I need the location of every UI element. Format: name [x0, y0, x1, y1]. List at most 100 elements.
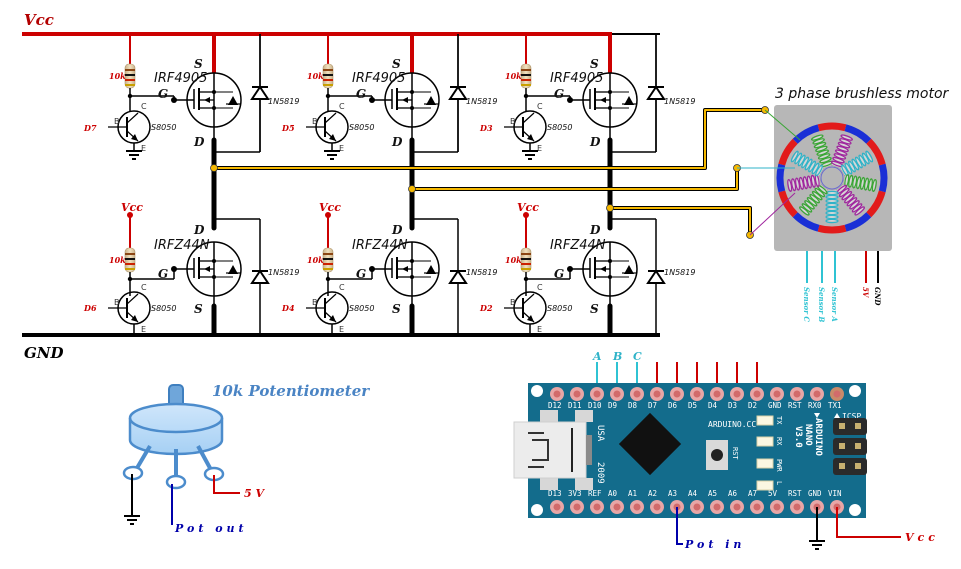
header-pin-a2[interactable] [650, 500, 664, 514]
resistor-value: 10k [307, 255, 324, 265]
pot-pin-wiper [165, 474, 187, 490]
pot-out-label: Pot out [174, 522, 248, 535]
gate-label: G [158, 87, 168, 101]
pin-label: GND [768, 401, 782, 410]
magnet-segment [878, 163, 888, 193]
base-label: B [510, 117, 516, 126]
vcc-rail-label: Vcc [24, 11, 54, 29]
pin-label: RX0 [808, 401, 822, 410]
pin-label: 5V [768, 489, 778, 498]
header-pin-d6[interactable] [670, 387, 684, 401]
header-pin-tx1[interactable] [830, 387, 844, 401]
header-pin-5v[interactable] [770, 500, 784, 514]
source-label: S [392, 302, 401, 316]
header-pin-ref[interactable] [590, 500, 604, 514]
status-led-pwr: PWR [756, 458, 783, 472]
emitter-label: E [141, 144, 146, 153]
pin-label: A6 [728, 489, 738, 498]
potentiometer: 10k Potentiometer Pot out 5 V [122, 382, 370, 535]
led-label: L [775, 481, 783, 485]
header-pin-a4[interactable] [690, 500, 704, 514]
motor-wire-label: GND [873, 287, 882, 306]
pin-label: D3 [728, 401, 737, 410]
diode-model: 1N5819 [664, 268, 695, 277]
stator-coil [842, 174, 877, 192]
header-pin-a6[interactable] [730, 500, 744, 514]
motor-body [774, 105, 892, 251]
motor-title: 3 phase brushless motor [775, 86, 950, 102]
icsp-header[interactable] [833, 418, 867, 475]
transistor-model: S8050 [349, 304, 374, 313]
resistor-value: 10k [109, 71, 126, 81]
pin-label: D11 [568, 401, 582, 410]
mosfet-model: IRF4905 [154, 71, 207, 86]
usb-connector[interactable] [513, 410, 593, 490]
header-pin-d4[interactable] [710, 387, 724, 401]
collector-label: C [537, 283, 543, 292]
header-pin-d3[interactable] [730, 387, 744, 401]
header-pin-d8[interactable] [630, 387, 644, 401]
mcu-chip [618, 412, 682, 476]
header-pin-d2[interactable] [750, 387, 764, 401]
gate-label: G [554, 267, 564, 281]
emitter-label: E [339, 325, 344, 334]
header-pin-d9[interactable] [610, 387, 624, 401]
reset-button[interactable] [706, 440, 728, 470]
header-pin-d7[interactable] [650, 387, 664, 401]
pin-label: D8 [628, 401, 638, 410]
resistor-value: 10k [505, 255, 522, 265]
pin-label: D5 [688, 401, 697, 410]
header-pin-d12[interactable] [550, 387, 564, 401]
base-label: B [114, 117, 120, 126]
header-pin-d10[interactable] [590, 387, 604, 401]
diode-model: 1N5819 [466, 97, 497, 106]
stator-coil [830, 134, 853, 169]
resistor-value: 10k [307, 71, 324, 81]
collector-label: C [141, 102, 147, 111]
motor-wire-label: Sensor C [802, 287, 811, 322]
magnet-segment [844, 212, 872, 232]
header-pin-gnd[interactable] [770, 387, 784, 401]
collector-label: C [141, 283, 147, 292]
mosfet-model: IRF4905 [550, 71, 603, 86]
resistor: 10k [109, 63, 136, 89]
pin-label: A1 [628, 489, 637, 498]
header-pin-d13[interactable] [550, 500, 564, 514]
arduino-pin-label: D3 [479, 123, 493, 133]
mosfet-model: IRFZ44N [352, 238, 408, 253]
header-pin-a1[interactable] [630, 500, 644, 514]
header-pin-rst[interactable] [790, 500, 804, 514]
pin-label: VIN [828, 489, 842, 498]
led-label: RX [775, 437, 783, 446]
stator-coil [787, 174, 822, 192]
led-label: PWR [775, 459, 783, 472]
stator-coil [835, 183, 865, 216]
header-pin-rst[interactable] [790, 387, 804, 401]
arduino-pin-label: D2 [479, 303, 493, 313]
resistor-value: 10k [505, 71, 522, 81]
header-pin-d11[interactable] [570, 387, 584, 401]
vcc-label: Vcc [517, 201, 539, 214]
base-label: B [114, 298, 120, 307]
base-label: B [312, 117, 318, 126]
status-led-l: L [756, 480, 783, 491]
header-pin-3v3[interactable] [570, 500, 584, 514]
gate-label: G [158, 267, 168, 281]
magnet-segment [778, 138, 798, 166]
phase-c-junction [606, 204, 614, 212]
header-pin-a7[interactable] [750, 500, 764, 514]
gate-label: G [554, 87, 564, 101]
header-pin-a5[interactable] [710, 500, 724, 514]
collector-label: C [537, 102, 543, 111]
header-pin-a0[interactable] [610, 500, 624, 514]
header-pin-rx0[interactable] [810, 387, 824, 401]
magnet-segment [866, 190, 886, 218]
diode-model: 1N5819 [466, 268, 497, 277]
header-pin-d5[interactable] [690, 387, 704, 401]
